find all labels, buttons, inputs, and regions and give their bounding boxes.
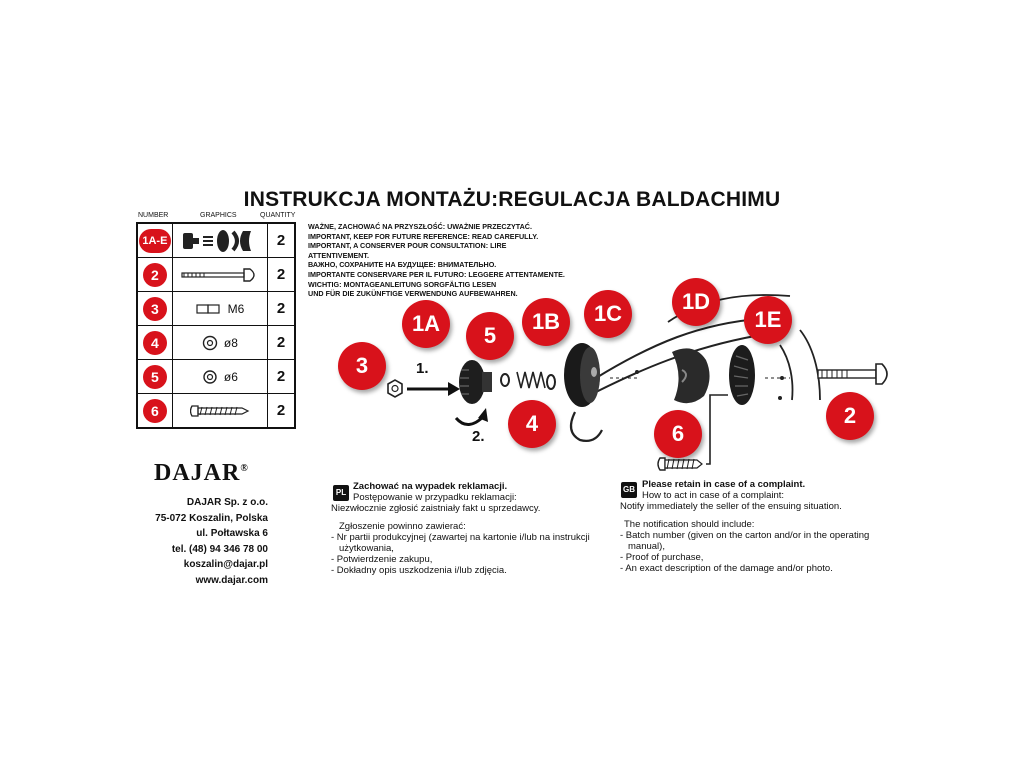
- notice-heading: Please retain in case of a complaint.: [642, 479, 806, 490]
- table-row: 5 ø6 2: [136, 359, 296, 394]
- notice-line: - Proof of purchase,: [620, 552, 704, 563]
- callout-2: 2: [826, 392, 874, 440]
- part-graphic-5: ø6: [173, 369, 267, 385]
- company-line: koszalin@dajar.pl: [183, 559, 268, 571]
- washer-icon: [203, 369, 217, 384]
- part-number-badge: 3: [142, 296, 167, 321]
- notice-line: Postępowanie w przypadku reklamacji:: [353, 492, 517, 503]
- dajar-logo: DAJAR®: [154, 460, 249, 487]
- spring-part: [516, 371, 546, 389]
- notice-heading: Zachować na wypadek reklamacji.: [353, 481, 508, 492]
- notice-line: - Nr partii produkcyjnej (zawartej na ka…: [331, 532, 590, 543]
- notice-line: How to act in case of a complaint:: [642, 490, 785, 501]
- part-quantity: 2: [267, 359, 296, 394]
- warning-line: IMPORTANTE CONSERVARE PER IL FUTURO: LEG…: [308, 269, 565, 279]
- part-graphic-6: [173, 403, 267, 419]
- part-quantity: 2: [267, 393, 296, 429]
- company-line: DAJAR Sp. z o.o.: [186, 497, 268, 508]
- knob-part: [459, 360, 492, 404]
- screw-icon: [189, 404, 250, 417]
- notice-line: - Dokładny opis uszkodzenia i/lub zdjęci…: [331, 565, 507, 576]
- part-number-badge: 2: [142, 262, 167, 287]
- adjuster-set-icon: [182, 229, 251, 252]
- notice-line: The notification should include:: [624, 519, 755, 530]
- bolt-icon: [181, 267, 255, 282]
- disc-part: [564, 343, 600, 407]
- table-row: 2 2: [136, 257, 296, 292]
- warning-line: ВАЖНО, СОХРАНИТЕ НА БУДУЩЕЕ: ВНИМАТЕЛЬНО…: [308, 260, 497, 270]
- company-line: 75-072 Koszalin, Polska: [155, 512, 268, 524]
- screw-part: [657, 457, 703, 471]
- step-2-label: 2.: [472, 428, 485, 445]
- part-size-label: ø6: [223, 369, 238, 384]
- part-graphic-4: ø8: [173, 335, 267, 351]
- step-1-label: 1.: [416, 360, 429, 377]
- part-quantity: 2: [267, 222, 296, 258]
- logo-text: DAJAR: [154, 460, 241, 486]
- notice-gb: Please retain in case of a complaint. Ho…: [620, 479, 880, 574]
- notice-line: - Potwierdzenie zakupu,: [331, 554, 433, 565]
- bolt-part: [817, 363, 888, 385]
- part-quantity: 2: [267, 257, 296, 292]
- header-graphics: GRAPHICS: [200, 212, 237, 219]
- notice-pl: Zachować na wypadek reklamacji. Postępow…: [331, 481, 611, 576]
- table-row: 3 M6 2: [136, 291, 296, 326]
- nut-icon: [195, 303, 220, 314]
- header-quantity: QUANTITY: [260, 212, 296, 219]
- part-size-label: M6: [227, 301, 245, 316]
- part-graphic-3: M6: [173, 302, 267, 316]
- gb-tag: GB: [621, 482, 637, 498]
- company-line: tel. (48) 94 346 78 00: [171, 543, 268, 555]
- part-number-badge: 1A-E: [138, 228, 171, 253]
- nut-part: [387, 379, 403, 398]
- callout-6: 6: [654, 410, 702, 458]
- pl-tag: PL: [333, 485, 349, 501]
- company-line: www.dajar.com: [195, 574, 268, 586]
- part-graphic-2: [173, 267, 267, 282]
- callout-4: 4: [508, 400, 556, 448]
- callout-1e: 1E: [744, 296, 792, 344]
- notice-line: - An exact description of the damage and…: [620, 563, 833, 574]
- notice-line: - Batch number (given on the carton and/…: [620, 530, 870, 541]
- callout-1a: 1A: [402, 300, 450, 348]
- notice-line: Notify immediately the seller of the ens…: [620, 501, 842, 512]
- callout-5: 5: [466, 312, 514, 360]
- warning-block: WAŻNE, ZACHOWAĆ NA PRZYSZŁOŚĆ: UWAŻNIE P…: [308, 222, 568, 299]
- warning-line: UND FÜR DIE ZUKÜNFTIGE VERWENDUNG AUFBEW…: [308, 289, 518, 299]
- page-title: INSTRUKCJA MONTAŻU:REGULACJA BALDACHIMU: [243, 188, 781, 211]
- callout-1b: 1B: [522, 298, 570, 346]
- callout-3: 3: [338, 342, 386, 390]
- cap-part: [729, 345, 755, 405]
- company-line: ul. Połtawska 6: [196, 528, 268, 540]
- bracket-part: [672, 348, 710, 404]
- warning-line: IMPORTANT, KEEP FOR FUTURE REFERENCE: RE…: [308, 231, 539, 241]
- washer-icon: [202, 335, 218, 350]
- part-number-badge: 4: [142, 330, 167, 355]
- parts-table: 1A-E 2 2 2 3: [136, 222, 296, 429]
- warning-line: WICHTIG: MONTAGEANLEITUNG SORGFÄLTIG LES…: [308, 279, 497, 289]
- part-size-label: ø8: [223, 335, 238, 350]
- callout-1d: 1D: [672, 278, 720, 326]
- table-row: 4 ø8 2: [136, 325, 296, 360]
- warning-line: IMPORTANT, A CONSERVER POUR CONSULTATION…: [308, 241, 507, 260]
- company-address: DAJAR Sp. z o.o. 75-072 Koszalin, Polska…: [136, 495, 268, 589]
- notice-line: użytkowania,: [339, 543, 394, 554]
- notice-line: Niezwłocznie zgłosić zaistniały fakt u s…: [331, 503, 541, 514]
- table-row: 6 2: [136, 393, 296, 429]
- part-quantity: 2: [267, 291, 296, 326]
- callout-1c: 1C: [584, 290, 632, 338]
- header-number: NUMBER: [138, 212, 169, 219]
- part-number-badge: 6: [142, 398, 167, 423]
- warning-line: WAŻNE, ZACHOWAĆ NA PRZYSZŁOŚĆ: UWAŻNIE P…: [308, 222, 532, 231]
- notice-line: manual),: [628, 541, 665, 552]
- part-number-badge: 5: [142, 364, 167, 389]
- parts-table-header: NUMBER GRAPHICS QUANTITY: [136, 212, 298, 222]
- notice-line: Zgłoszenie powinno zawierać:: [339, 521, 466, 532]
- part-graphic-1a-e: [173, 228, 267, 254]
- registered-mark: ®: [240, 463, 249, 474]
